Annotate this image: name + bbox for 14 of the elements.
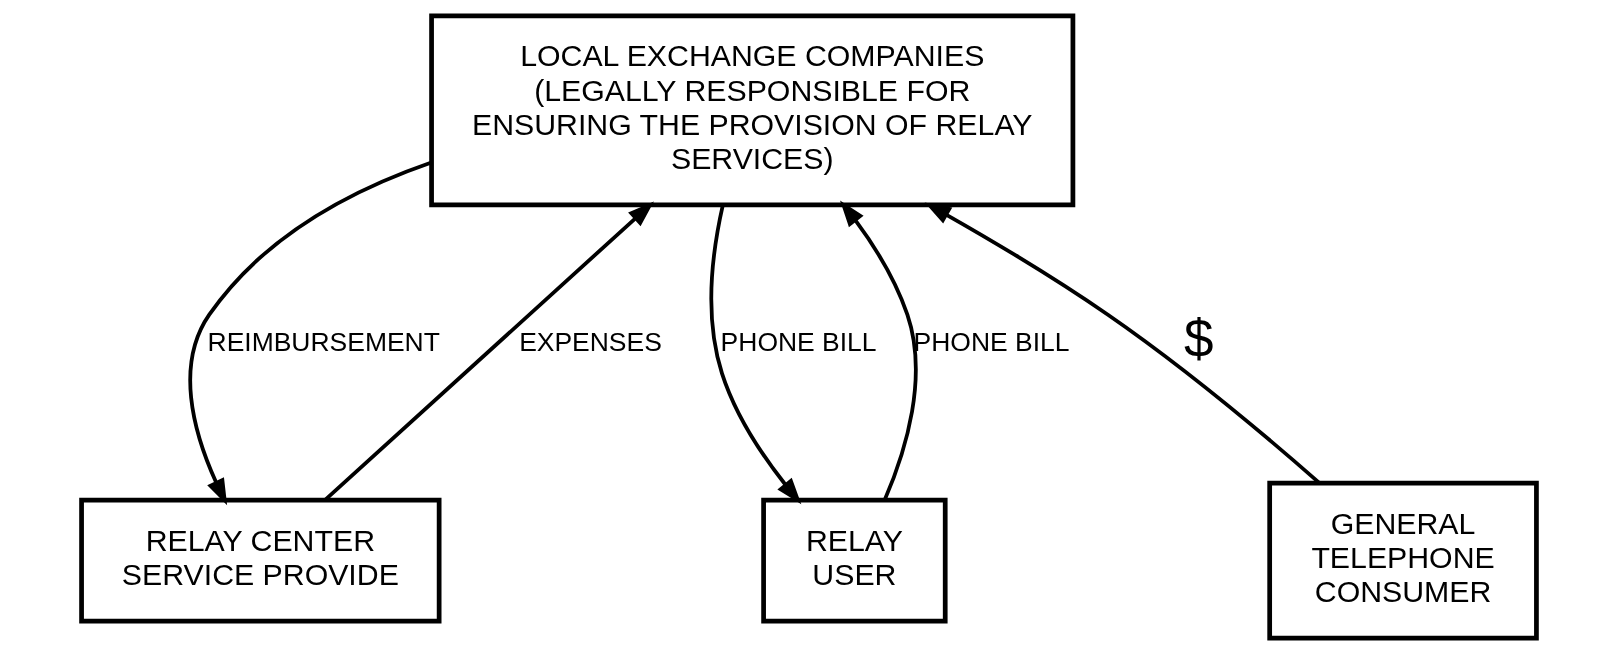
edge-label: REIMBURSEMENT: [207, 327, 440, 358]
edge-label: EXPENSES: [519, 327, 662, 358]
arrow: [188, 160, 433, 506]
node-box: RELAY USER: [761, 497, 948, 624]
arrow: [924, 202, 1321, 484]
node-box: LOCAL EXCHANGE COMPANIES (LEGALLY RESPONSIBLE FOR ENSURING THE PROVISION OF RELAY SERVICES): [429, 13, 1076, 208]
edge-label: PHONE BILL: [913, 327, 1070, 358]
arrow: [323, 201, 654, 502]
arrow: [840, 200, 918, 501]
node-box: RELAY CENTER SERVICE PROVIDE: [79, 497, 442, 624]
node-box: GENERAL TELEPHONE CONSUMER: [1267, 480, 1539, 641]
edge-label: PHONE BILL: [720, 327, 877, 358]
edge-label: $: [1184, 309, 1214, 369]
arrow: [709, 204, 802, 505]
